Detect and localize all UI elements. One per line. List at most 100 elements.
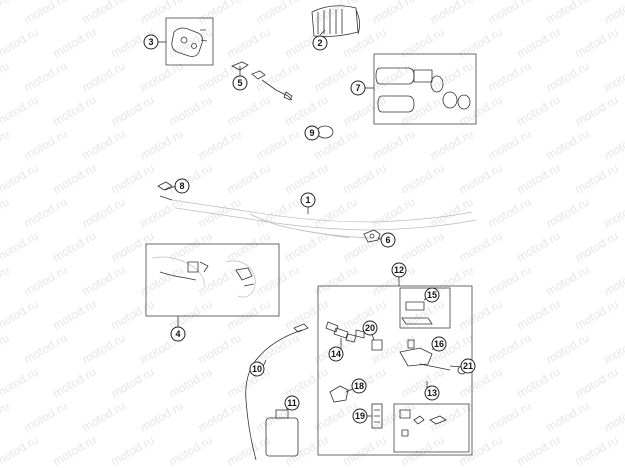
watermark-text: motod.ru xyxy=(428,0,476,27)
watermark-text: motod.ru xyxy=(544,331,592,367)
watermark-text: motod.ru xyxy=(486,59,534,95)
watermark-text: motod.ru xyxy=(109,93,157,129)
watermark-text: motod.ru xyxy=(196,399,244,435)
watermark-text: motod.ru xyxy=(573,365,621,401)
watermark-text: motod.ru xyxy=(225,433,273,468)
callout-19: 19 xyxy=(352,408,368,424)
watermark-text: motod.ru xyxy=(312,263,360,299)
watermark-text: motod.ru xyxy=(602,127,625,163)
svg-text:15: 15 xyxy=(427,290,437,300)
watermark-text: motod.ru xyxy=(80,127,128,163)
watermark-text: motod.ru xyxy=(51,93,99,129)
part-12-group xyxy=(317,285,473,456)
callout-8: 8 xyxy=(174,178,190,194)
watermark-text: motod.ru xyxy=(602,59,625,95)
watermark-text: motod.ru xyxy=(0,195,12,231)
watermark-text: motod.ru xyxy=(457,161,505,197)
watermark-text: motod.ru xyxy=(0,433,41,468)
watermark-text: motod.ru xyxy=(515,229,563,265)
watermark-text: motod.ru xyxy=(573,297,621,333)
watermark-text: motod.ru xyxy=(0,161,41,197)
watermark-text: motod.ru xyxy=(283,365,331,401)
watermark-text: motod.ru xyxy=(399,161,447,197)
part-10-cable xyxy=(245,323,309,461)
watermark-text: motod.ru xyxy=(602,331,625,367)
svg-text:20: 20 xyxy=(365,323,375,333)
watermark-text: motod.ru xyxy=(0,399,12,435)
watermark-text: motod.ru xyxy=(0,263,12,299)
watermark-text: motod.ru xyxy=(0,365,41,401)
svg-text:11: 11 xyxy=(287,398,297,408)
watermark-text: motod.ru xyxy=(602,399,625,435)
watermark-text: motod.ru xyxy=(109,229,157,265)
part-7-group xyxy=(373,53,477,125)
svg-text:6: 6 xyxy=(385,235,390,245)
watermark-text: motod.ru xyxy=(80,195,128,231)
watermark-text: motod.ru xyxy=(0,93,41,129)
watermark-text: motod.ru xyxy=(254,331,302,367)
watermark-text: motod.ru xyxy=(515,93,563,129)
callout-18: 18 xyxy=(351,378,367,394)
svg-text:14: 14 xyxy=(331,349,341,359)
watermark-text: motod.ru xyxy=(51,433,99,468)
watermark-text: motod.ru xyxy=(544,127,592,163)
watermark-text: motod.ru xyxy=(138,0,186,27)
svg-text:16: 16 xyxy=(434,339,444,349)
watermark-text: motod.ru xyxy=(167,365,215,401)
watermark-text: motod.ru xyxy=(254,0,302,27)
callout-10: 10 xyxy=(249,361,265,377)
watermark-text: motod.ru xyxy=(515,365,563,401)
watermark-text: motod.ru xyxy=(80,59,128,95)
watermark-text: motod.ru xyxy=(399,229,447,265)
watermark-text: motod.ru xyxy=(167,229,215,265)
watermark-text: motod.ru xyxy=(138,195,186,231)
watermark-text: motod.ru xyxy=(225,93,273,129)
watermark-text: motod.ru xyxy=(544,59,592,95)
watermark-text: motod.ru xyxy=(80,0,128,27)
part-4-group xyxy=(145,243,280,317)
watermark-text: motod.ru xyxy=(573,161,621,197)
callout-6: 6 xyxy=(380,232,396,248)
watermark-text: motod.ru xyxy=(370,0,418,27)
svg-text:9: 9 xyxy=(309,128,314,138)
watermark-text: motod.ru xyxy=(573,433,621,468)
watermark-text: motod.ru xyxy=(428,127,476,163)
part-6-mount xyxy=(363,229,381,243)
watermark-text: motod.ru xyxy=(225,229,273,265)
callout-9: 9 xyxy=(304,125,320,141)
svg-text:10: 10 xyxy=(252,364,262,374)
callout-21: 21 xyxy=(460,358,476,374)
watermark-text: motod.ru xyxy=(515,433,563,468)
watermark-text: motod.ru xyxy=(22,59,70,95)
watermark-text: motod.ru xyxy=(486,331,534,367)
watermark-text: motod.ru xyxy=(22,263,70,299)
watermark-text: motod.ru xyxy=(167,297,215,333)
watermark-text: motod.ru xyxy=(312,195,360,231)
watermark-text: motod.ru xyxy=(283,433,331,468)
svg-text:13: 13 xyxy=(427,388,437,398)
watermark-text: motod.ru xyxy=(0,0,12,27)
watermark-text: motod.ru xyxy=(341,433,389,468)
watermark-text: motod.ru xyxy=(196,0,244,27)
svg-text:12: 12 xyxy=(394,265,404,275)
watermark-text: motod.ru xyxy=(196,263,244,299)
watermark-text: motod.ru xyxy=(196,127,244,163)
watermark-text: motod.ru xyxy=(225,297,273,333)
watermark-text: motod.ru xyxy=(138,399,186,435)
watermark-text: motod.ru xyxy=(370,127,418,163)
watermark-text: motod.ru xyxy=(341,25,389,61)
watermark-text: motod.ru xyxy=(80,331,128,367)
watermark-text: motod.ru xyxy=(515,297,563,333)
callout-2: 2 xyxy=(312,35,328,51)
watermark-text: motod.ru xyxy=(51,297,99,333)
svg-text:1: 1 xyxy=(305,195,310,205)
watermark-text: motod.ru xyxy=(0,25,41,61)
watermark-text: motod.ru xyxy=(109,433,157,468)
callout-4: 4 xyxy=(170,326,186,342)
watermark-text: motod.ru xyxy=(167,93,215,129)
watermark-text: motod.ru xyxy=(312,399,360,435)
svg-text:21: 21 xyxy=(463,361,473,371)
watermark-text: motod.ru xyxy=(138,59,186,95)
watermark-text: motod.ru xyxy=(22,195,70,231)
